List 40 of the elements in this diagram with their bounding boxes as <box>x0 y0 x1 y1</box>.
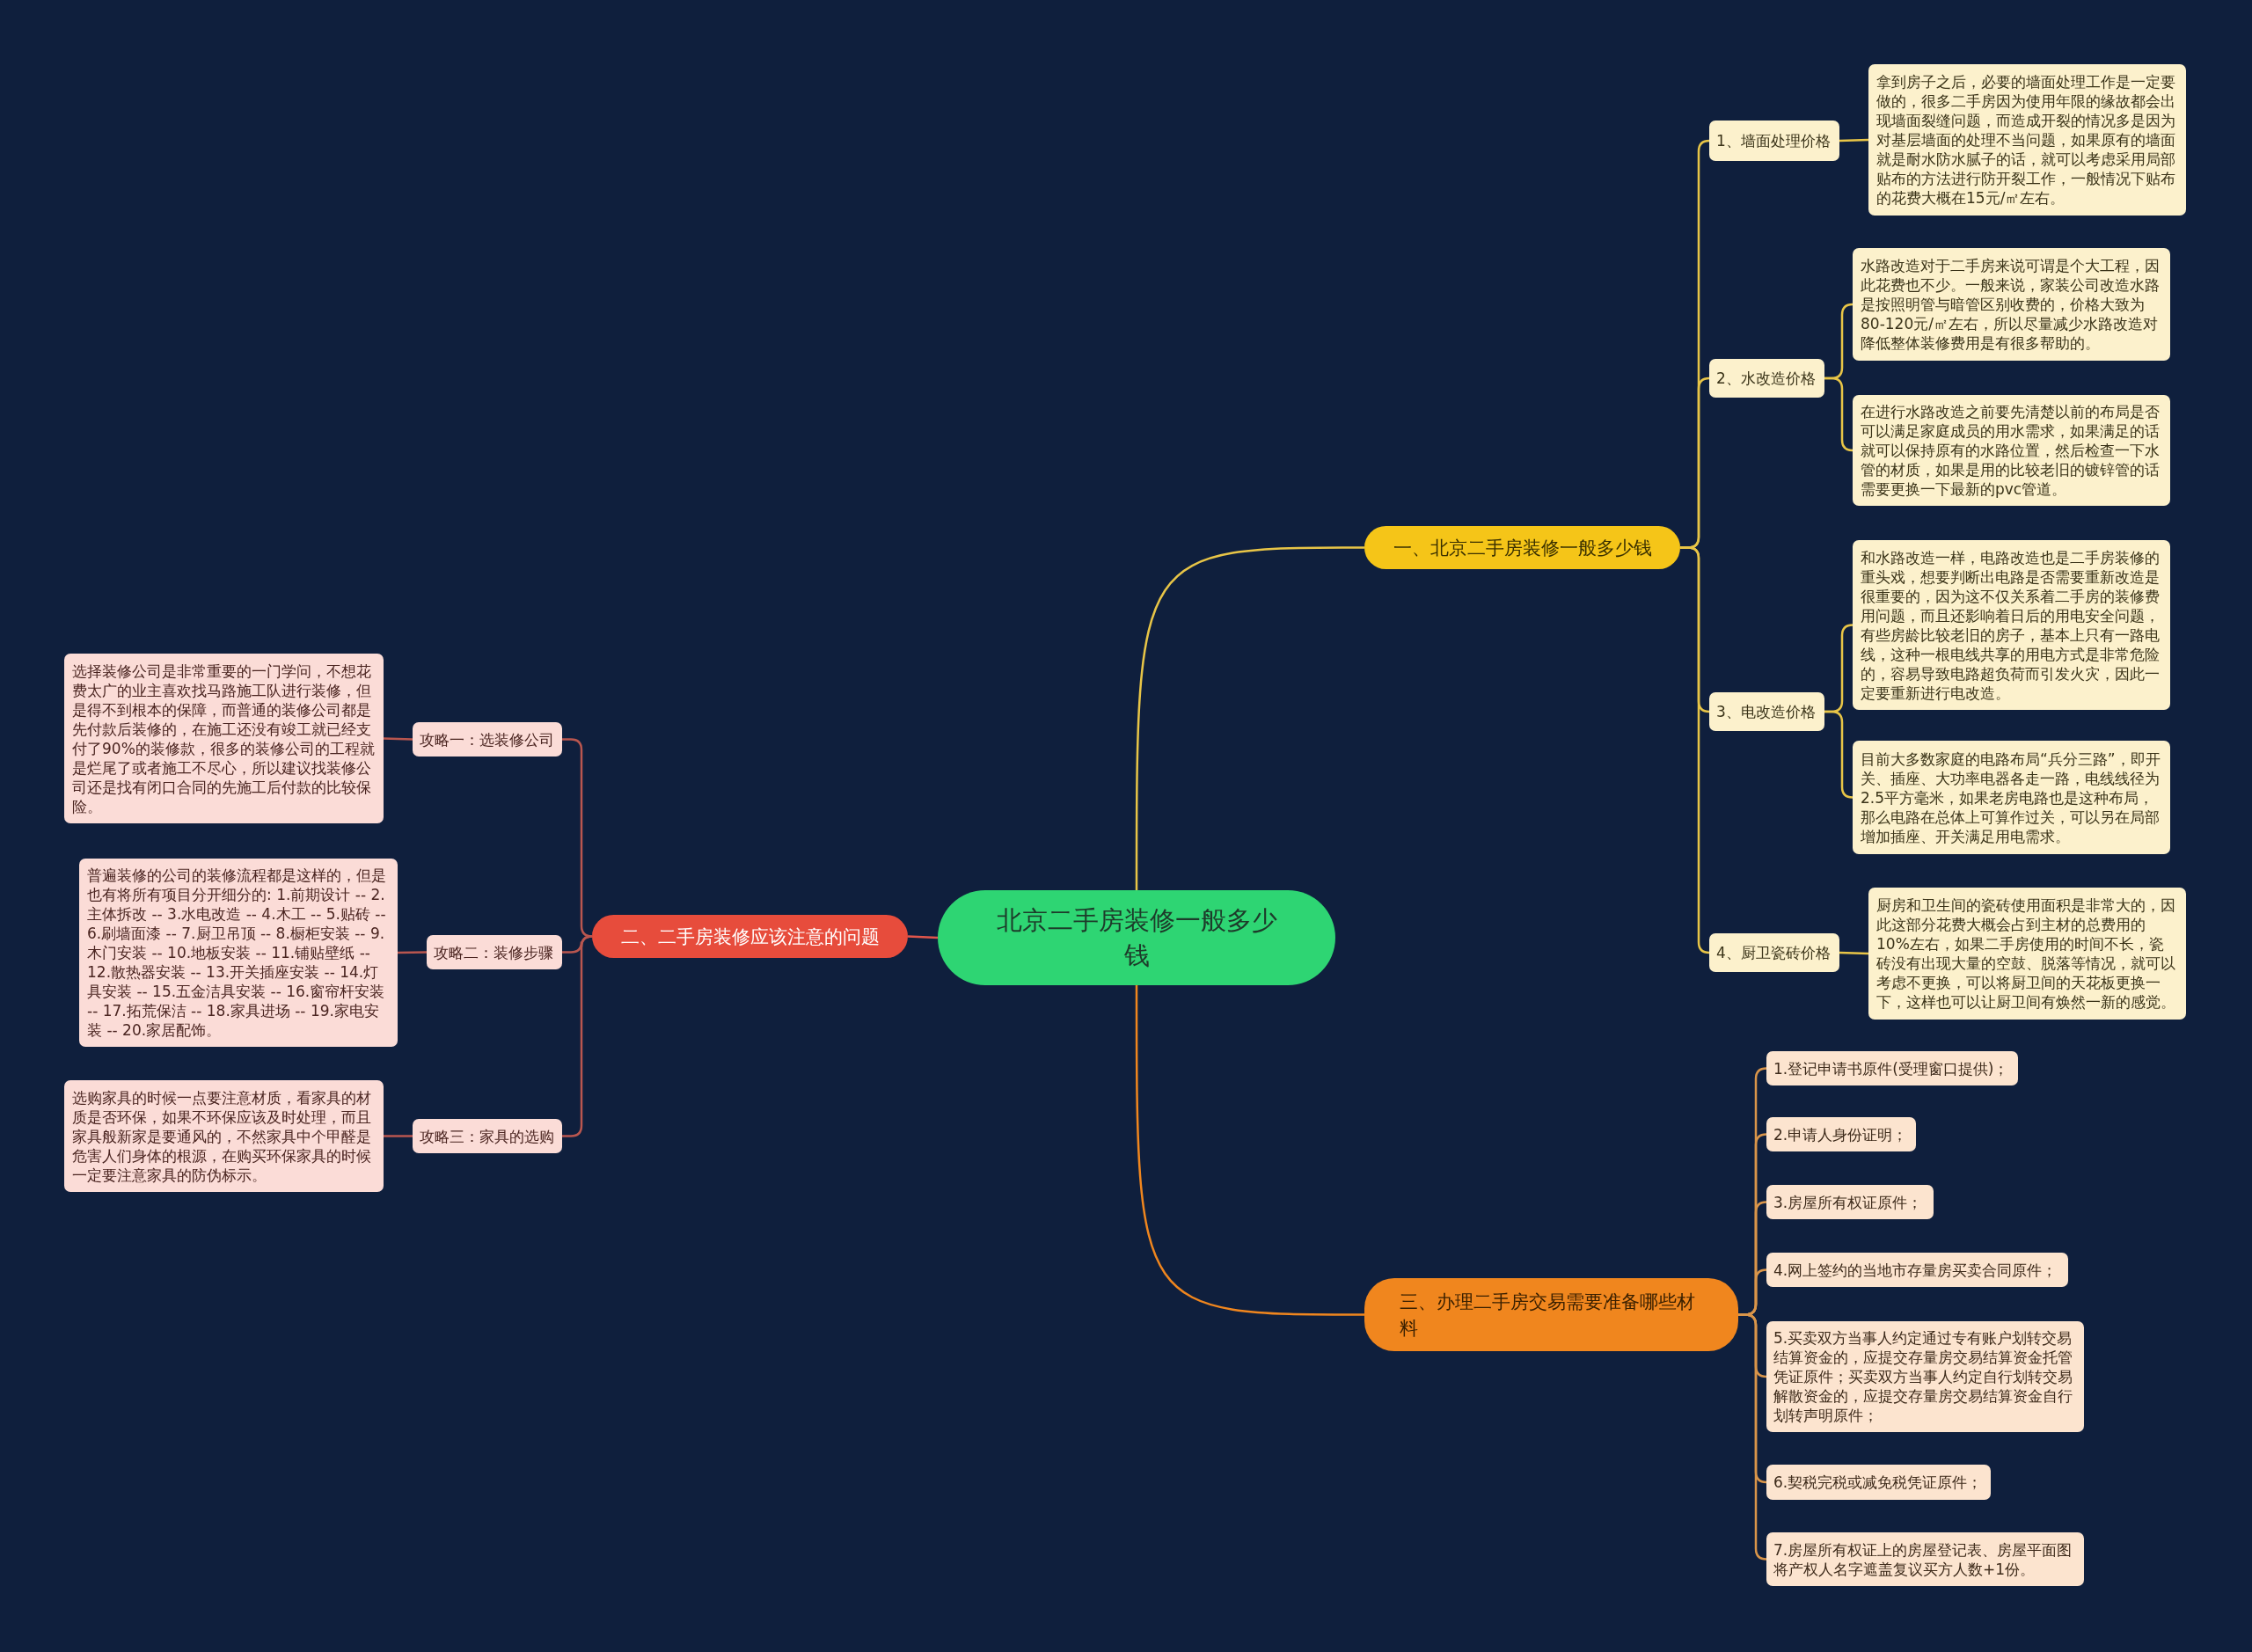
note-box: 目前大多数家庭的电路布局“兵分三路”，即开关、插座、大功率电器各走一路，电线线径为2.5平方毫米，如果老房电路也是这种布局，那么电路在总体上可算作过关，可以另在局部增加插座、开关满足用电需求。 <box>1853 741 2170 854</box>
connector-line <box>1839 951 1869 955</box>
branch-topic: 三、办理二手房交易需要准备哪些材料 <box>1364 1278 1738 1351</box>
connector-line <box>1680 546 1711 954</box>
note-box: 厨房和卫生间的瓷砖使用面积是非常大的，因此这部分花费大概会占到主材的总费用的10%左右，如果二手房使用的时间不长，瓷砖没有出现大量的空鼓、脱落等情况，就可以考虑不更换，可以将厨卫间的天花板更换一下，这样也可以让厨卫间有焕然一新的感觉。 <box>1868 888 2186 1020</box>
connector-line <box>562 935 594 1137</box>
list-item-box: 7.房屋所有权证上的房屋登记表、房屋平面图将产权人名字遮盖复议买方人数+1份。 <box>1766 1532 2084 1586</box>
list-item-box: 3.房屋所有权证原件； <box>1766 1185 1934 1219</box>
central-topic: 北京二手房装修一般多少钱 <box>938 890 1335 985</box>
branch-topic: 二、二手房装修应该注意的问题 <box>592 915 908 958</box>
connector-line <box>383 737 413 741</box>
list-item-box: 6.契税完税或减免税凭证原件； <box>1766 1465 1991 1500</box>
subtopic-box: 2、水改造价格 <box>1709 359 1824 398</box>
subtopic-box: 攻略三：家具的选购 <box>413 1119 562 1153</box>
connector-line <box>1135 985 1364 1316</box>
note-box: 普遍装修的公司的装修流程都是这样的，但是也有将所有项目分开细分的: 1.前期设计 -- 2.主体拆改 -- 3.水电改造 -- 4.木工 -- 5.贴砖 -- 6.刷墙面漆 -- 7.厨卫吊顶 -- 8.橱柜安装 -- 9.木门安装 -- 10.地板安装 -- 11.铺贴壁纸 -- 12.散热器安装 -- 13.开关插座安装 -- 14.灯具安装 -- 15.五金洁具安装 -- 16.窗帘杆安装 -- 17.拓荒保洁 -- 18.家具进场 -- 19.家电安装 -- 20.家居配饰。 <box>79 859 398 1047</box>
connector-line <box>1824 710 1854 799</box>
connector-line <box>907 935 939 939</box>
note-box: 和水路改造一样，电路改造也是二手房装修的重头戏，想要判断出电路是否需要重新改造是很重要的，因为这不仅关系着二手房的装修费用问题，而且还影响着日后的用电安全问题，有些房龄比较老旧的房子，基本上只有一路电线，这种一根电线共享的用电方式是非常危险的，容易导致电路超负荷而引发火灾，因此一定要重新进行电改造。 <box>1853 540 2170 710</box>
list-item-box: 2.申请人身份证明； <box>1766 1117 1916 1151</box>
note-box: 拿到房子之后，必要的墙面处理工作是一定要做的，很多二手房因为使用年限的缘故都会出现墙面裂缝问题，而造成开裂的情况多是因为对基层墙面的处理不当问题，如果原有的墙面就是耐水防水腻子的话，就可以考虑采用局部贴布的方法进行防开裂工作，一般情况下贴布的花费大概在15元/㎡左右。 <box>1868 64 2186 216</box>
list-item-box: 5.买卖双方当事人约定通过专有账户划转交易结算资金的，应提交存量房交易结算资金托管凭证原件；买卖双方当事人约定自行划转交易解散资金的，应提交存量房交易结算资金自行划转声明原件； <box>1766 1321 2084 1432</box>
connector-line <box>1135 546 1364 890</box>
subtopic-box: 攻略一：选装修公司 <box>413 722 562 757</box>
note-box: 水路改造对于二手房来说可谓是个大工程，因此花费也不少。一般来说，家装公司改造水路是按照明管与暗管区别收费的，价格大致为80-120元/㎡左右，所以尽量减少水路改造对降低整体装修费用是有很多帮助的。 <box>1853 248 2170 361</box>
note-box: 在进行水路改造之前要先清楚以前的布局是否可以满足家庭成员的用水需求，如果满足的话就可以保持原有的水路位置，然后检查一下水管的材质，如果是用的比较老旧的镀锌管的话需要更换一下最新的pvc管道。 <box>1853 395 2170 506</box>
subtopic-box: 攻略二：装修步骤 <box>427 935 562 969</box>
connector-line <box>398 951 427 954</box>
branch-topic: 一、北京二手房装修一般多少钱 <box>1364 526 1680 569</box>
list-item-box: 4.网上签约的当地市存量房买卖合同原件； <box>1766 1253 2068 1287</box>
connector-line <box>384 1135 413 1137</box>
subtopic-box: 3、电改造价格 <box>1709 692 1824 731</box>
subtopic-box: 1、墙面处理价格 <box>1709 121 1839 161</box>
connector-line <box>1839 138 1869 143</box>
connector-line <box>1824 376 1854 452</box>
note-box: 选择装修公司是非常重要的一门学问，不想花费太广的业主喜欢找马路施工队进行装修，但是得不到根本的保障，而普通的装修公司都是先付款后装修的，在施工还没有竣工就已经支付了90%的装修款，很多的装修公司的工程就是烂尾了或者施工不尽心，所以建议找装修公司还是找有闭口合同的先施工后付款的比较保险。 <box>64 654 384 823</box>
connector-line <box>1738 1313 1768 1561</box>
subtopic-box: 4、厨卫瓷砖价格 <box>1709 933 1839 972</box>
list-item-box: 1.登记申请书原件(受理窗口提供)； <box>1766 1051 2018 1085</box>
note-box: 选购家具的时候一点要注意材质，看家具的材质是否环保，如果不环保应该及时处理，而且家具般新家是要通风的，不然家具中个甲醛是危害人们身体的根源，在购买环保家具的时候一定要注意家具的防伪标示。 <box>64 1080 384 1192</box>
